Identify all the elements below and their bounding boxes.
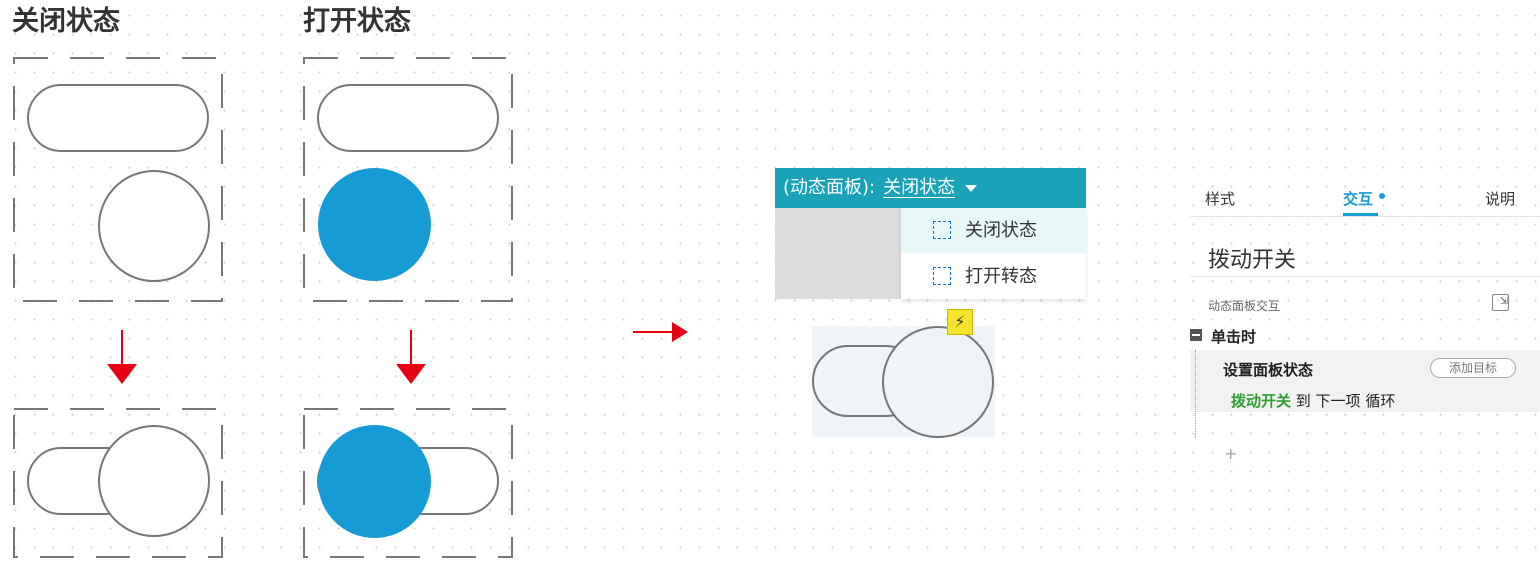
section-label: 动态面板交互 xyxy=(1208,299,1281,313)
tab-divider xyxy=(1190,216,1540,217)
arrow-down-icon xyxy=(396,330,426,384)
add-action-icon[interactable]: + xyxy=(1224,444,1238,463)
widget-name[interactable]: 拨动开关 xyxy=(1208,248,1297,273)
tree-line xyxy=(1195,350,1196,438)
current-state-label[interactable]: 关闭状态 xyxy=(883,177,956,198)
arrow-right-icon xyxy=(633,322,688,342)
active-dot-icon xyxy=(1379,193,1385,199)
switch-knob-closed-result xyxy=(98,425,210,537)
state-item-closed[interactable]: 关闭状态 xyxy=(901,208,1086,253)
switch-knob-open xyxy=(318,168,431,281)
add-target-button[interactable]: 添加目标 xyxy=(1430,358,1516,378)
state-icon xyxy=(933,267,951,285)
tab-notes[interactable]: 说明 xyxy=(1485,190,1516,208)
lightning-icon[interactable]: ⚡ xyxy=(947,309,973,335)
tab-interaction[interactable]: 交互 xyxy=(1343,190,1374,208)
action-detail-text: 到 下一项 循环 xyxy=(1291,392,1396,410)
state-item-open[interactable]: 打开转态 xyxy=(901,254,1086,299)
dynamic-panel-state-bar[interactable]: (动态面板): 关闭状态 xyxy=(775,168,1086,208)
switch-knob-open-result xyxy=(318,425,431,538)
inspector-panel: 样式 交互 说明 拨动开关 动态面板交互 ⇲ 单击时 设置面板状态 添加目标 拨… xyxy=(1190,170,1540,470)
caret-down-icon[interactable] xyxy=(965,184,978,192)
tab-style[interactable]: 样式 xyxy=(1205,190,1236,208)
action-title[interactable]: 设置面板状态 xyxy=(1223,361,1314,379)
dashed-frames xyxy=(13,57,513,558)
action-detail[interactable]: 拨动开关 到 下一项 循环 xyxy=(1231,390,1395,411)
switch-knob-closed xyxy=(98,170,210,282)
state-icon xyxy=(933,221,951,239)
active-tab-underline xyxy=(1343,213,1378,216)
state-item-label: 关闭状态 xyxy=(965,220,1037,241)
target-name: 拨动开关 xyxy=(1231,392,1292,410)
preview-knob[interactable] xyxy=(882,326,994,438)
divider xyxy=(1190,276,1540,277)
collapse-icon[interactable] xyxy=(1190,329,1202,341)
switch-track-closed xyxy=(27,84,209,152)
panel-canvas-area xyxy=(775,208,901,299)
switch-track-open xyxy=(317,84,499,152)
dynamic-panel-label: (动态面板): xyxy=(783,177,876,198)
state-dropdown-menu: 关闭状态 打开转态 xyxy=(901,208,1086,299)
expand-icon[interactable]: ⇲ xyxy=(1492,294,1509,311)
event-label[interactable]: 单击时 xyxy=(1211,328,1257,346)
heading-open-state: 打开状态 xyxy=(303,6,411,37)
heading-closed-state: 关闭状态 xyxy=(12,6,120,37)
state-item-label: 打开转态 xyxy=(965,266,1037,287)
arrow-down-icon xyxy=(107,330,137,384)
